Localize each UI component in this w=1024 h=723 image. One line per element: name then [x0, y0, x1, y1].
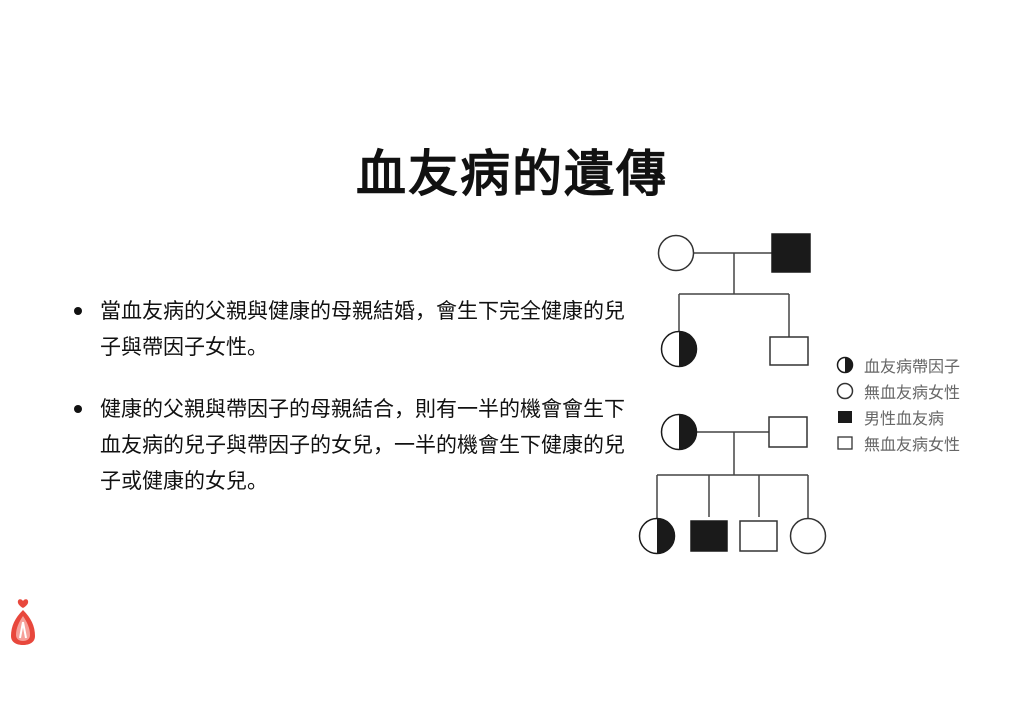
pedigree-lines: [656, 252, 809, 518]
legend-label: 無血友病女性: [864, 435, 961, 454]
bullet-list: 當血友病的父親與健康的母親結婚，會生下完全健康的兒子與帶因子女性。 健康的父親與…: [70, 293, 630, 525]
empty-circle-icon: [836, 382, 854, 400]
carrier-female-symbol: [660, 330, 698, 368]
legend-label: 無血友病女性: [864, 383, 961, 402]
unaffected-male-symbol: [739, 520, 778, 552]
legend: 血友病帶因子 無血友病女性 男性血友病 無血友病女性: [836, 352, 1016, 456]
bullet-dot-icon: [74, 307, 82, 315]
filled-square-icon: [838, 411, 852, 423]
carrier-female-symbol: [660, 413, 698, 451]
unaffected-female-symbol: [657, 234, 695, 272]
legend-label: 男性血友病: [864, 409, 945, 428]
empty-square-icon: [837, 436, 853, 450]
legend-item: 無血友病女性: [836, 378, 1016, 404]
logo-icon: [11, 599, 35, 645]
affected-male-symbol: [690, 520, 728, 552]
bullet-item: 健康的父親與帶因子的母親結合，則有一半的機會會生下血友病的兒子與帶因子的女兒，一…: [70, 391, 630, 499]
pedigree-chart: [638, 233, 827, 555]
unaffected-male-symbol: [769, 336, 809, 366]
legend-item: 血友病帶因子: [836, 352, 1016, 378]
unaffected-female-symbol: [789, 517, 827, 555]
half-filled-circle-icon: [836, 356, 854, 374]
legend-item: 男性血友病: [836, 404, 1016, 430]
bullet-item: 當血友病的父親與健康的母親結婚，會生下完全健康的兒子與帶因子女性。: [70, 293, 630, 365]
bullet-text: 健康的父親與帶因子的母親結合，則有一半的機會會生下血友病的兒子與帶因子的女兒，一…: [100, 397, 625, 493]
legend-label: 血友病帶因子: [864, 357, 961, 376]
slide-title: 血友病的遺傳: [356, 144, 668, 203]
bullet-text: 當血友病的父親與健康的母親結婚，會生下完全健康的兒子與帶因子女性。: [100, 299, 625, 359]
carrier-female-symbol: [638, 517, 676, 555]
affected-male-symbol: [771, 233, 811, 273]
legend-item: 無血友病女性: [836, 430, 1016, 456]
bullet-dot-icon: [74, 405, 82, 413]
unaffected-male-symbol: [768, 416, 808, 448]
